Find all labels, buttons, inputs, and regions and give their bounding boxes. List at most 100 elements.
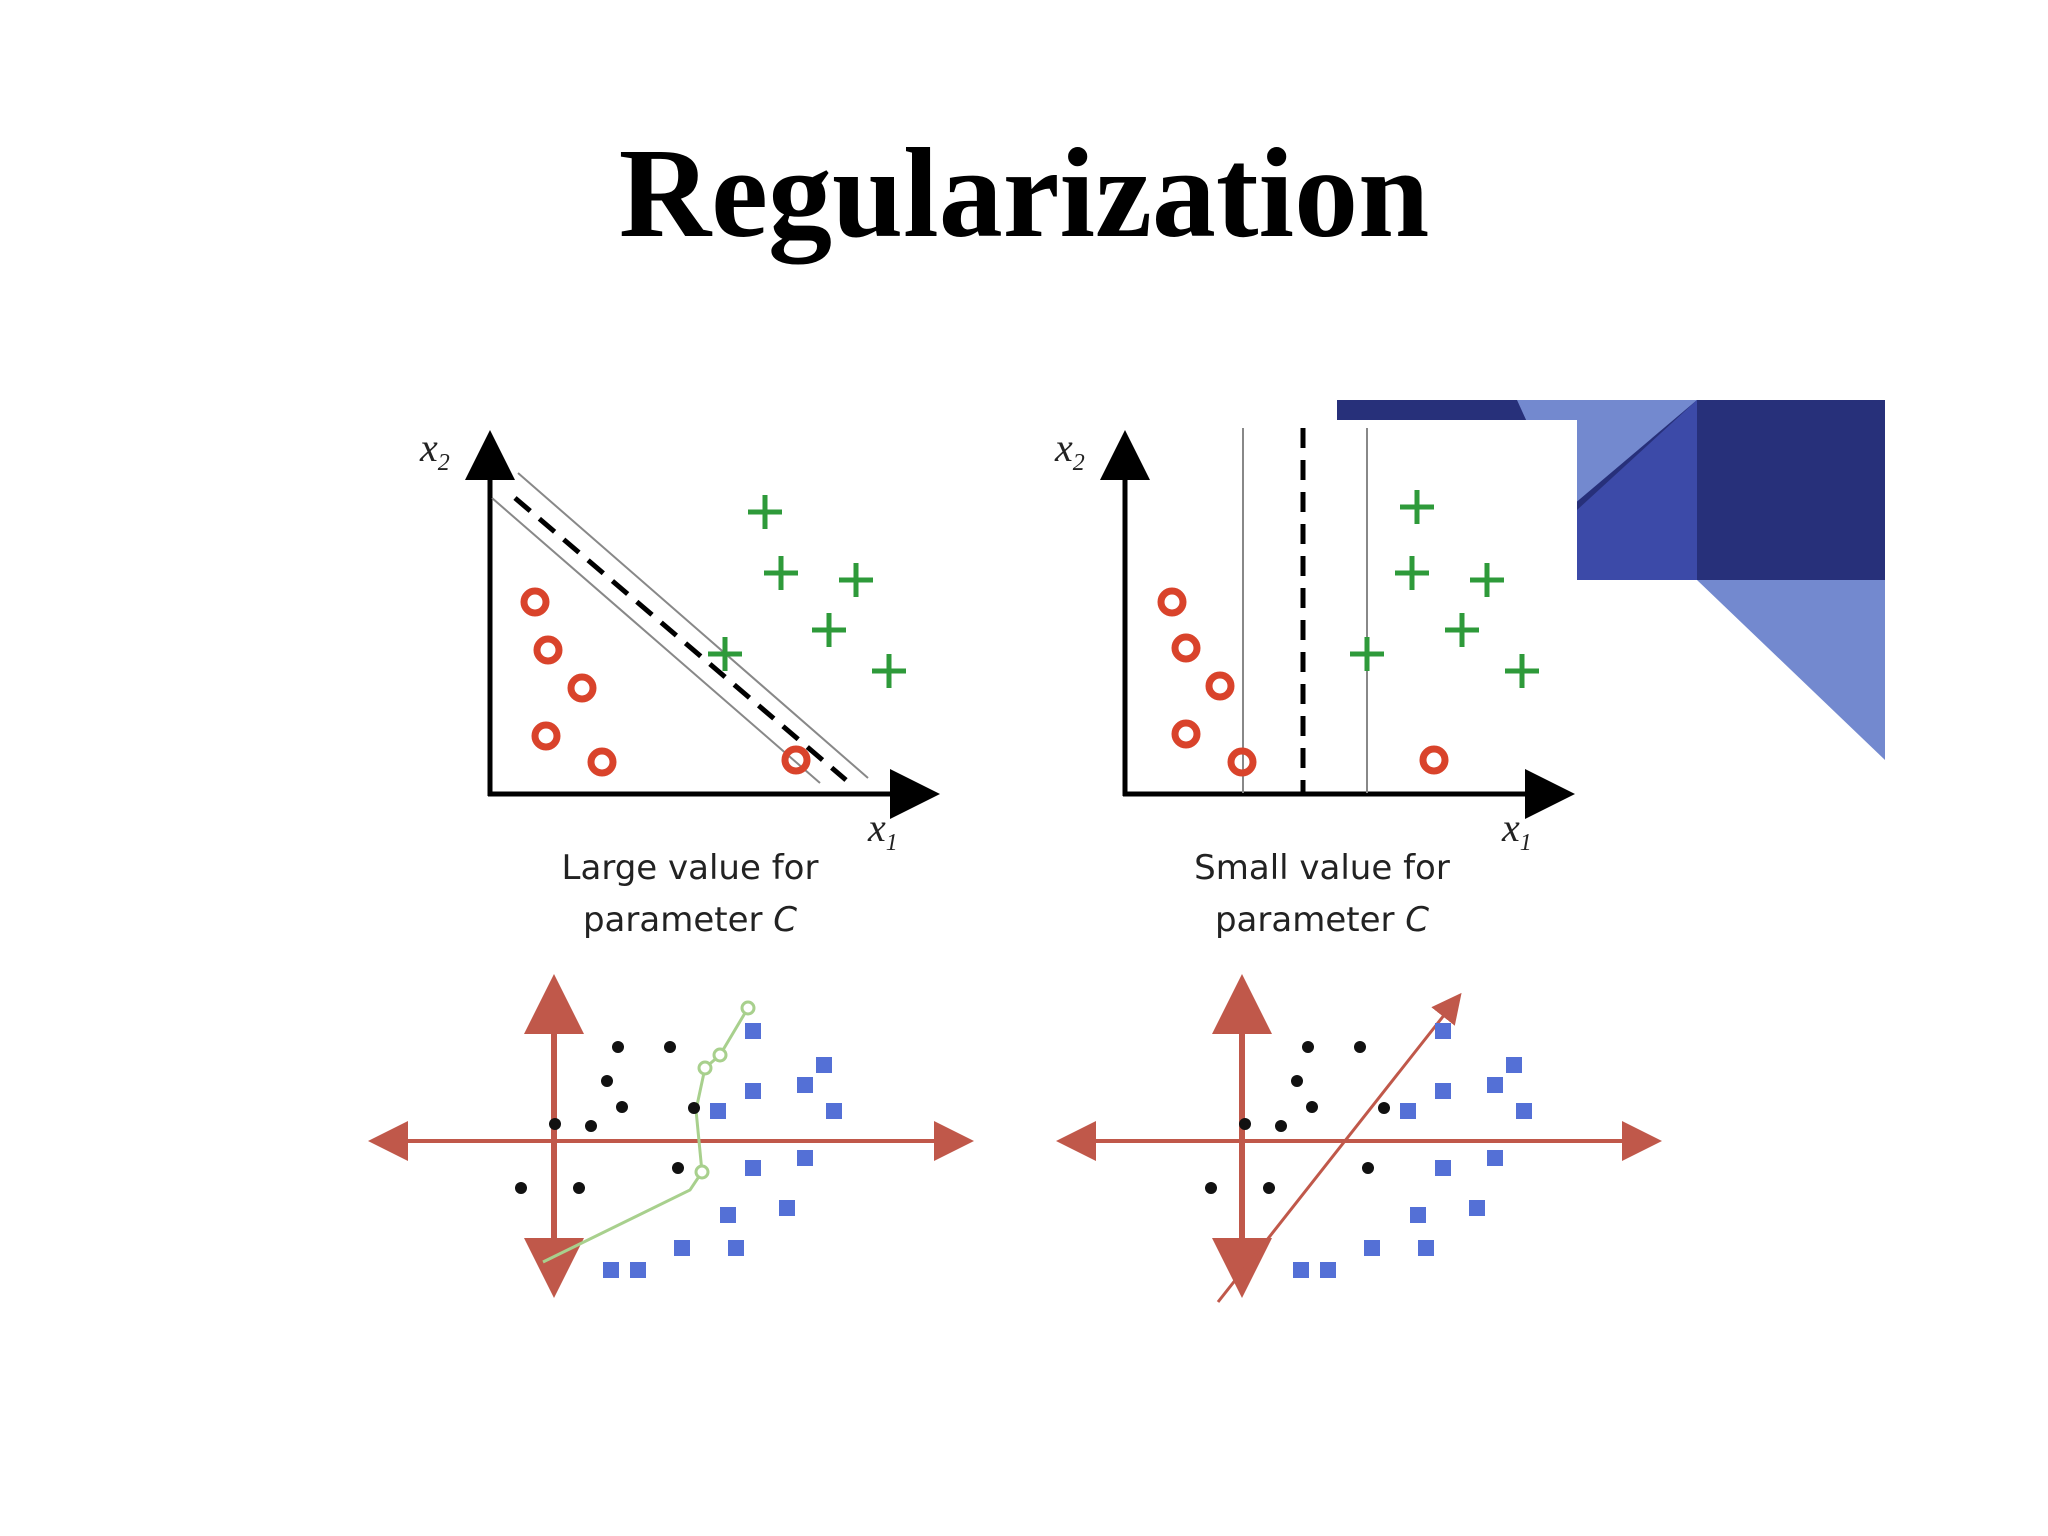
plus-point: [1400, 490, 1434, 524]
dot-point: [616, 1101, 628, 1113]
linear-dot-points: [1205, 1041, 1390, 1194]
square-point: [797, 1150, 813, 1166]
square-point: [1487, 1077, 1503, 1093]
circle-point: [567, 673, 597, 703]
large-c-margin-lower: [491, 497, 821, 784]
square-point: [797, 1077, 813, 1093]
dot-point: [688, 1102, 700, 1114]
linear-boundary-panel: [1056, 974, 1662, 1303]
small-c-caption: Small value for parameter C: [1102, 842, 1542, 946]
square-point: [1418, 1240, 1434, 1256]
square-point: [728, 1240, 744, 1256]
boundary-vertex: [740, 1000, 756, 1016]
complex-dot-points: [515, 1041, 700, 1194]
dot-point: [612, 1041, 624, 1053]
plus-point: [839, 563, 873, 597]
plus-point: [708, 637, 742, 671]
small-c-caption-line1: Small value for: [1194, 848, 1450, 888]
circle-point: [1171, 719, 1201, 749]
square-point: [603, 1262, 619, 1278]
dot-point: [585, 1120, 597, 1132]
boundary-vertex: [697, 1060, 713, 1076]
large-c-caption-line2: parameter C: [582, 900, 798, 940]
plus-point: [872, 654, 906, 688]
slide-title: Regularization: [618, 122, 1430, 264]
small-c-caption-line2: parameter C: [1214, 900, 1430, 940]
dot-point: [1306, 1101, 1318, 1113]
deco-light-diagonal: [1697, 580, 1885, 760]
small-c-panel: [1100, 428, 1575, 819]
complex-square-points: [603, 1023, 842, 1278]
deco-white-cutout: [1337, 420, 1577, 780]
dot-point: [601, 1075, 613, 1087]
small-c-plus-points: [1350, 490, 1539, 688]
circle-point: [520, 587, 550, 617]
circle-point: [1205, 671, 1235, 701]
dot-point: [1275, 1120, 1287, 1132]
svm-margin-diagrams: [465, 428, 1575, 819]
dot-point: [664, 1041, 676, 1053]
dot-point: [1354, 1041, 1366, 1053]
square-point: [816, 1057, 832, 1073]
plus-point: [764, 556, 798, 590]
large-c-x-axis-label: x1: [868, 805, 898, 856]
complex-boundary-panel: [368, 974, 974, 1298]
plus-point: [1395, 556, 1429, 590]
linear-square-points: [1293, 1023, 1532, 1278]
dot-point: [549, 1118, 561, 1130]
square-point: [745, 1160, 761, 1176]
circle-point: [587, 747, 617, 777]
plus-point: [1505, 654, 1539, 688]
square-point: [1364, 1240, 1380, 1256]
square-point: [710, 1103, 726, 1119]
large-c-panel: [465, 430, 940, 819]
circle-point: [1171, 633, 1201, 663]
decorative-corner-shapes: [1337, 400, 1885, 780]
circle-point: [1227, 747, 1257, 777]
square-point: [745, 1083, 761, 1099]
small-c-circle-points: [1157, 587, 1449, 777]
square-point: [1516, 1103, 1532, 1119]
dot-point: [1205, 1182, 1217, 1194]
large-c-y-axis-label: x2: [420, 425, 450, 476]
plus-point: [1470, 563, 1504, 597]
dot-point: [1302, 1041, 1314, 1053]
circle-point: [1157, 587, 1187, 617]
square-point: [1320, 1262, 1336, 1278]
square-point: [720, 1207, 736, 1223]
dot-point: [1263, 1182, 1275, 1194]
square-point: [779, 1200, 795, 1216]
large-c-caption-line1: Large value for: [561, 848, 819, 888]
dot-point: [1239, 1118, 1251, 1130]
dot-point: [1378, 1102, 1390, 1114]
circle-point: [531, 721, 561, 751]
circle-point: [781, 745, 811, 775]
large-c-plus-points: [708, 495, 906, 688]
square-point: [1410, 1207, 1426, 1223]
dot-point: [672, 1162, 684, 1174]
square-point: [1400, 1103, 1416, 1119]
deco-mid-block: [1577, 400, 1697, 580]
complex-decision-boundary: [542, 1007, 750, 1264]
dot-point: [515, 1182, 527, 1194]
square-point: [1435, 1083, 1451, 1099]
square-point: [1487, 1150, 1503, 1166]
small-c-y-axis-label: x2: [1055, 425, 1085, 476]
plus-point: [1445, 613, 1479, 647]
small-c-x-axis-label: x1: [1502, 805, 1532, 856]
square-point: [826, 1103, 842, 1119]
dot-point: [1362, 1162, 1374, 1174]
large-c-circle-points: [520, 587, 811, 777]
dot-point: [1291, 1075, 1303, 1087]
linear-decision-boundary: [1216, 992, 1462, 1303]
large-c-decision-boundary: [513, 496, 848, 782]
plus-point: [1350, 637, 1384, 671]
boundary-vertex: [712, 1047, 728, 1063]
square-point: [1469, 1200, 1485, 1216]
large-c-margin-upper: [517, 472, 869, 779]
complex-boundary-vertices: [694, 1000, 756, 1180]
dot-point: [573, 1182, 585, 1194]
square-point: [630, 1262, 646, 1278]
large-c-caption: Large value for parameter C: [470, 842, 910, 946]
